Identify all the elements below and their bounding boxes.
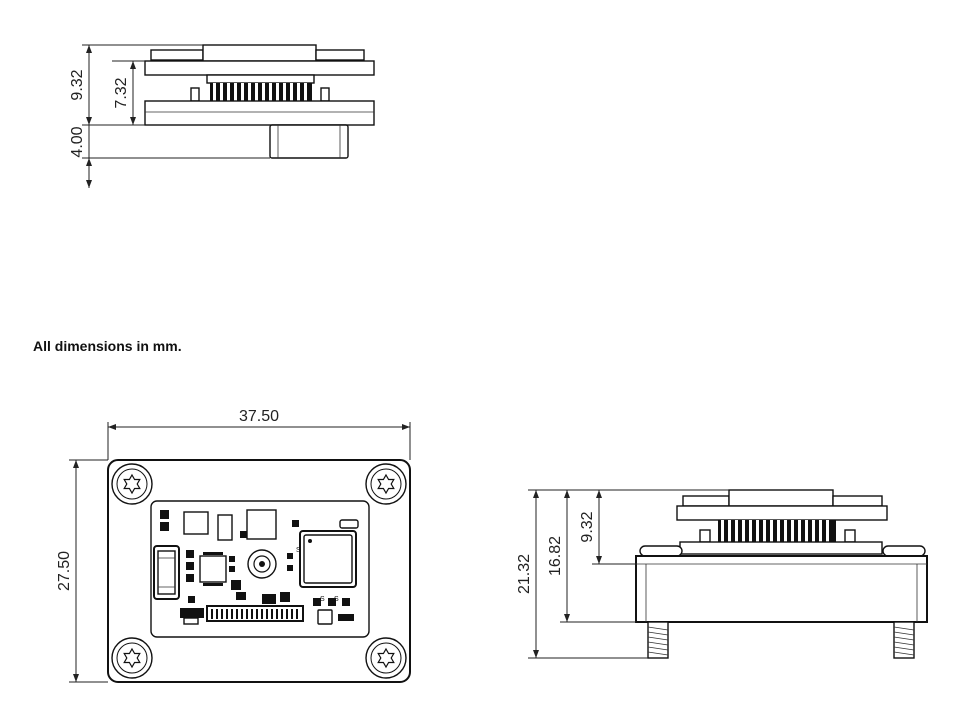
chip-marking-b: S bbox=[320, 596, 325, 603]
dim-total-height: 9.32 bbox=[69, 69, 86, 100]
dim-assembly-total: 21.32 bbox=[516, 554, 533, 594]
dim-height: 27.50 bbox=[56, 551, 73, 591]
sensor-housing bbox=[269, 124, 349, 159]
assembly-stud-right bbox=[893, 621, 915, 659]
dim-bottom-offset: 4.00 bbox=[69, 126, 86, 157]
board-connector bbox=[190, 74, 330, 102]
dim-inner-height: 7.32 bbox=[113, 77, 130, 108]
side-view-module: 9.32 7.32 4.00 bbox=[69, 44, 375, 188]
bottom-pcb bbox=[144, 100, 375, 126]
top-small-components bbox=[150, 49, 204, 61]
top-pcb bbox=[144, 60, 375, 76]
dim-assembly-mid: 16.82 bbox=[547, 536, 564, 576]
top-main-chip bbox=[202, 44, 317, 62]
assembly-stud-left bbox=[647, 621, 669, 659]
dim-assembly-top: 9.32 bbox=[579, 511, 596, 542]
assembly-screw-head-right bbox=[882, 545, 926, 557]
assembly-main-chip bbox=[728, 489, 834, 507]
assembly-screw-head-left bbox=[639, 545, 683, 557]
side-view-assembly: 21.32 16.82 9.32 bbox=[516, 489, 928, 659]
screw-bottom-left bbox=[111, 637, 153, 679]
screw-bottom-right bbox=[365, 637, 407, 679]
chip-marking-c: S bbox=[334, 596, 339, 603]
pcb-components bbox=[153, 509, 359, 625]
top-right-components bbox=[315, 49, 365, 61]
assembly-right-components bbox=[832, 495, 883, 507]
screw-top-right bbox=[365, 463, 407, 505]
chip-marking-a: S bbox=[296, 547, 301, 554]
dimensions-note: All dimensions in mm. bbox=[33, 338, 182, 354]
assembly-small-components bbox=[682, 495, 730, 507]
dim-width: 37.50 bbox=[239, 408, 279, 425]
assembly-housing bbox=[635, 555, 928, 623]
assembly-bottom-pcb bbox=[679, 541, 883, 555]
top-view-module: S S S 37.50 27.50 bbox=[56, 408, 411, 683]
screw-top-left bbox=[111, 463, 153, 505]
assembly-top-pcb bbox=[676, 505, 888, 521]
